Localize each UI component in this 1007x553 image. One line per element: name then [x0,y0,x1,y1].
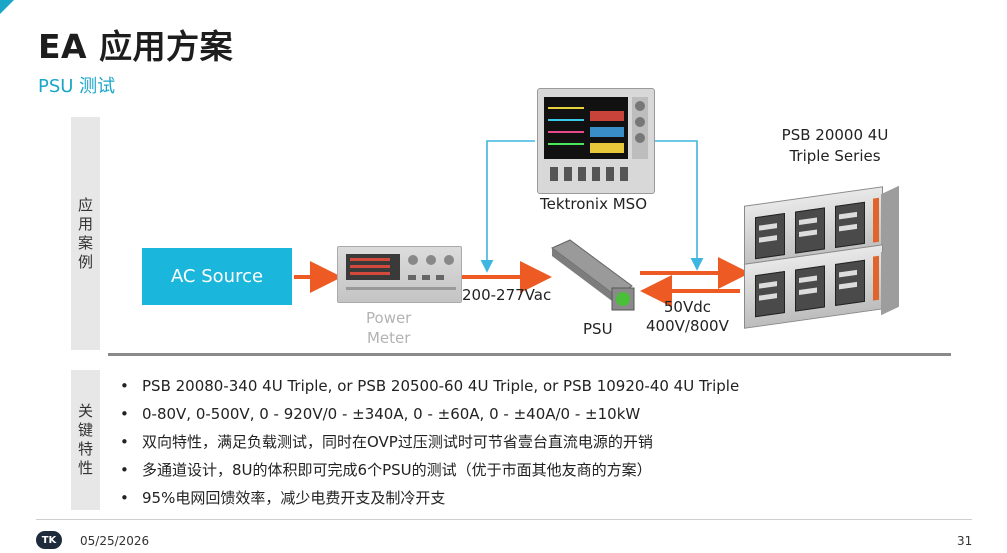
oscilloscope-control-panel [632,97,648,159]
oscilloscope-screen [544,97,628,159]
power-meter-display [346,254,400,280]
list-item: 多通道设计，8U的体积即可完成6个PSU的测试（优于市面其他友商的方案） [116,460,739,488]
feature-list: PSB 20080-340 4U Triple, or PSB 20500-60… [116,376,739,516]
dc-voltage-label: 50Vdc 400V/800V [646,298,729,335]
power-meter-button [422,275,430,280]
list-item: 双向特性，满足负载测试，同时在OVP过压测试时可节省壹台直流电源的开销 [116,432,739,460]
section-label-application-text: 应 用 案 例 [77,195,93,271]
oscilloscope-label: Tektronix MSO [540,195,648,213]
company-logo-text: TK [41,534,57,546]
page-number: 31 [957,534,973,548]
rack-label: PSB 20000 4U Triple Series [781,126,889,165]
ac-source-label: AC Source [170,266,264,287]
power-meter-knob [408,255,418,265]
section-label-features-text: 关 键 特 性 [77,402,93,477]
rack-side-bottom [881,243,899,316]
list-item: 0-80V, 0-500V, 0 - 920V/0 - ±340A, 0 - ±… [116,404,739,432]
psu-label: PSU [583,320,613,338]
section-divider [108,353,951,356]
list-item: 95%电网回馈效率，减少电费开支及制冷开支 [116,488,739,516]
power-meter-knob [444,255,454,265]
section-label-application: 应 用 案 例 [71,117,100,350]
footer-date: 05/25/2026 [80,534,150,548]
probe-line-output [655,140,704,271]
power-meter-button [436,275,444,280]
psu-icon [551,239,635,311]
corner-accent [0,0,14,14]
footer-divider [36,519,972,520]
page-subtitle: PSU 测试 [38,76,116,97]
power-meter-icon [337,246,462,303]
power-meter-label: Power Meter [366,309,412,347]
probe-line-input [480,140,535,273]
company-logo: TK [36,531,62,549]
power-meter-trim [346,287,456,290]
oscilloscope-icon [537,88,655,194]
ac-source-box: AC Source [142,248,292,305]
power-meter-knob [426,255,436,265]
page-title: EA 应用方案 [38,27,234,66]
power-meter-button [408,275,416,280]
list-item: PSB 20080-340 4U Triple, or PSB 20500-60… [116,376,739,404]
section-label-features: 关 键 特 性 [71,370,100,510]
ac-voltage-label: 200-277Vac [462,286,552,304]
